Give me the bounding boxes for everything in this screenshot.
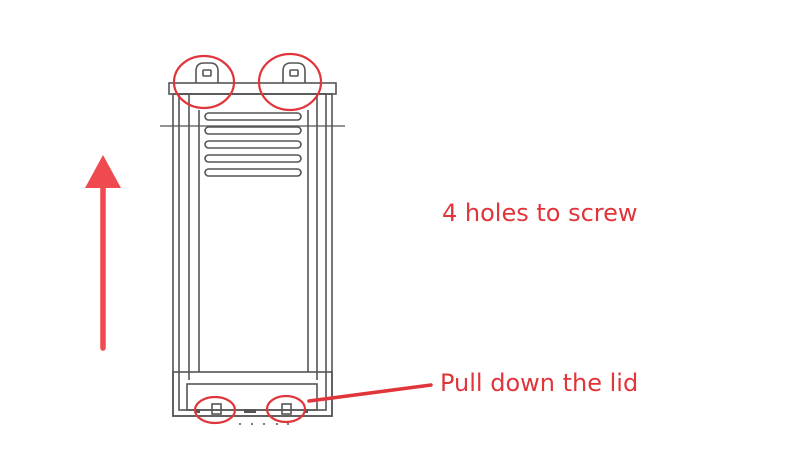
mounting-tab-left <box>195 62 219 83</box>
highlight-circles <box>172 52 323 425</box>
enclosure-body <box>168 82 337 417</box>
hole-circle-bottom-right <box>265 394 307 424</box>
lid-leader-line <box>307 383 433 403</box>
hole-circle-bottom-left <box>193 395 237 425</box>
hole-circle-top-right <box>257 52 323 112</box>
arrow-up-icon <box>85 155 121 351</box>
lid-markers <box>196 409 308 425</box>
lid-annotation: Pull down the lid <box>440 369 639 397</box>
mounting-tab-right <box>282 62 306 83</box>
ventilation-slots <box>204 112 302 177</box>
hole-circle-top-left <box>172 54 236 110</box>
holes-annotation: 4 holes to screw <box>442 199 638 227</box>
